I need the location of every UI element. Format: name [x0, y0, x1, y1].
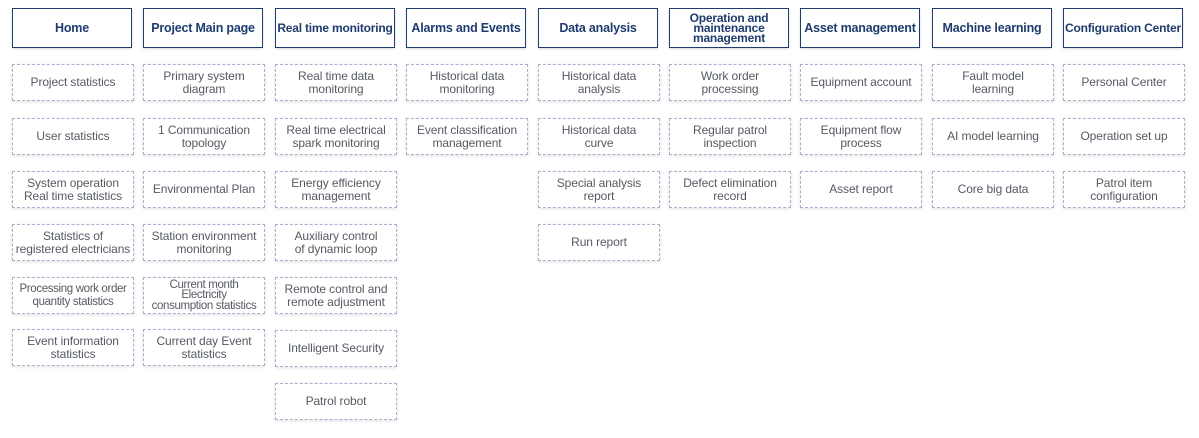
node-box: Processing work order quantity statistic… — [12, 277, 134, 314]
node-box: Historical data monitoring — [406, 64, 528, 101]
column-header: Alarms and Events — [406, 8, 526, 48]
node-box: Core big data — [932, 171, 1054, 208]
node-box: Real time data monitoring — [275, 64, 397, 101]
column-header: Asset management — [800, 8, 920, 48]
node-box: Personal Center — [1063, 64, 1185, 101]
node-box: Patrol item configuration — [1063, 171, 1185, 208]
node-box: Auxiliary control of dynamic loop — [275, 224, 397, 261]
node-box: Current month Electricity consumption st… — [143, 277, 265, 314]
node-box: Run report — [538, 224, 660, 261]
node-box: Patrol robot — [275, 383, 397, 420]
node-box: 1 Communication topology — [143, 118, 265, 155]
column-header: Project Main page — [143, 8, 263, 48]
node-box: AI model learning — [932, 118, 1054, 155]
node-box: Intelligent Security — [275, 330, 397, 367]
node-box: Station environment monitoring — [143, 224, 265, 261]
node-box: Statistics of registered electricians — [12, 224, 134, 261]
node-box: Real time electrical spark monitoring — [275, 118, 397, 155]
node-box: Historical data curve — [538, 118, 660, 155]
node-box: Fault model learning — [932, 64, 1054, 101]
node-box: User statistics — [12, 118, 134, 155]
node-box: Historical data analysis — [538, 64, 660, 101]
node-box: Defect elimination record — [669, 171, 791, 208]
node-box: Remote control and remote adjustment — [275, 277, 397, 314]
node-box: Equipment account — [800, 64, 922, 101]
column-header: Data analysis — [538, 8, 658, 48]
column-header: Home — [12, 8, 132, 48]
node-box: Regular patrol inspection — [669, 118, 791, 155]
node-box: Primary system diagram — [143, 64, 265, 101]
node-box: Operation set up — [1063, 118, 1185, 155]
node-box: Project statistics — [12, 64, 134, 101]
column-header: Machine learning — [932, 8, 1052, 48]
node-box: Event classification management — [406, 118, 528, 155]
node-box: Special analysis report — [538, 171, 660, 208]
node-box: Environmental Plan — [143, 171, 265, 208]
node-box: Current day Event statistics — [143, 329, 265, 366]
node-box: Equipment flow process — [800, 118, 922, 155]
column-header: Configuration Center — [1063, 8, 1183, 48]
node-box: Event information statistics — [12, 329, 134, 366]
column-header: Operation and maintenance management — [669, 8, 789, 48]
node-box: Energy efficiency management — [275, 171, 397, 208]
column-header: Real time monitoring — [275, 8, 395, 48]
node-box: Asset report — [800, 171, 922, 208]
node-box: Work order processing — [669, 64, 791, 101]
node-box: System operation Real time statistics — [12, 171, 134, 208]
